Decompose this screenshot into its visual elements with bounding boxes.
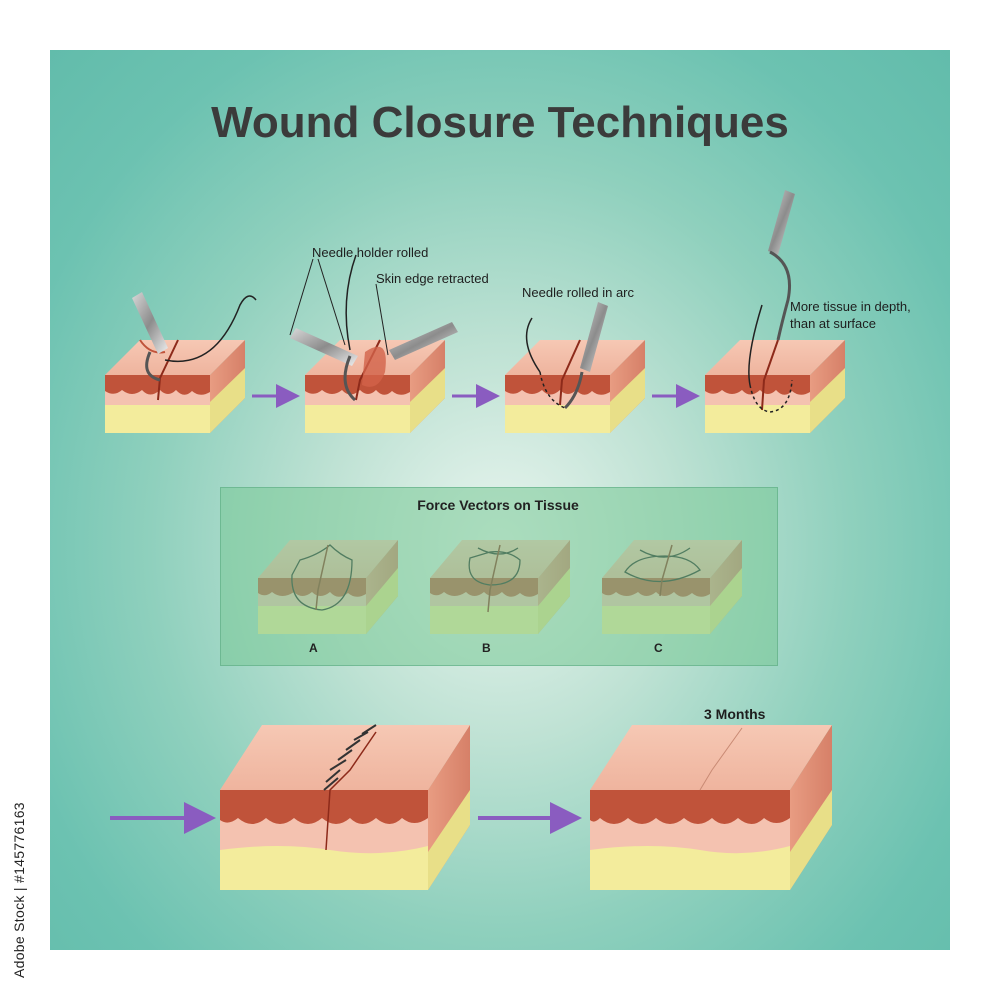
leader-needle-holder-2 — [317, 258, 346, 346]
skin-block-step2 — [305, 339, 445, 433]
skin-block-step3 — [505, 339, 645, 433]
needle-holder-step3 — [525, 302, 608, 410]
force-label-c: C — [654, 641, 663, 655]
label-needle-holder: Needle holder rolled — [312, 245, 429, 260]
stock-credit: Adobe Stock | #145776163 — [4, 770, 27, 980]
force-vectors-title: Force Vectors on Tissue — [417, 497, 579, 513]
leader-skin-edge — [375, 283, 389, 356]
label-3-months: 3 Months — [704, 706, 766, 722]
needle-holder-step4 — [748, 190, 795, 413]
force-label-a: A — [309, 641, 318, 655]
force-vectors-box — [220, 487, 778, 666]
skin-block-step4 — [705, 339, 845, 433]
label-more-tissue-2: than at surface — [790, 316, 876, 331]
skin-block-step1 — [105, 339, 245, 433]
stock-credit-text: Adobe Stock | #145776163 — [11, 802, 27, 978]
needle-holder-step1 — [132, 292, 257, 382]
sutured-skin-block — [220, 724, 470, 890]
force-label-b: B — [482, 641, 491, 655]
leader-needle-holder — [289, 258, 314, 336]
label-needle-arc: Needle rolled in arc — [522, 285, 635, 300]
page-title: Wound Closure Techniques — [211, 98, 789, 147]
label-skin-edge: Skin edge retracted — [376, 271, 489, 286]
label-more-tissue-1: More tissue in depth, — [790, 299, 911, 314]
healed-skin-block — [590, 725, 832, 890]
needle-holder-step2 — [290, 254, 458, 402]
